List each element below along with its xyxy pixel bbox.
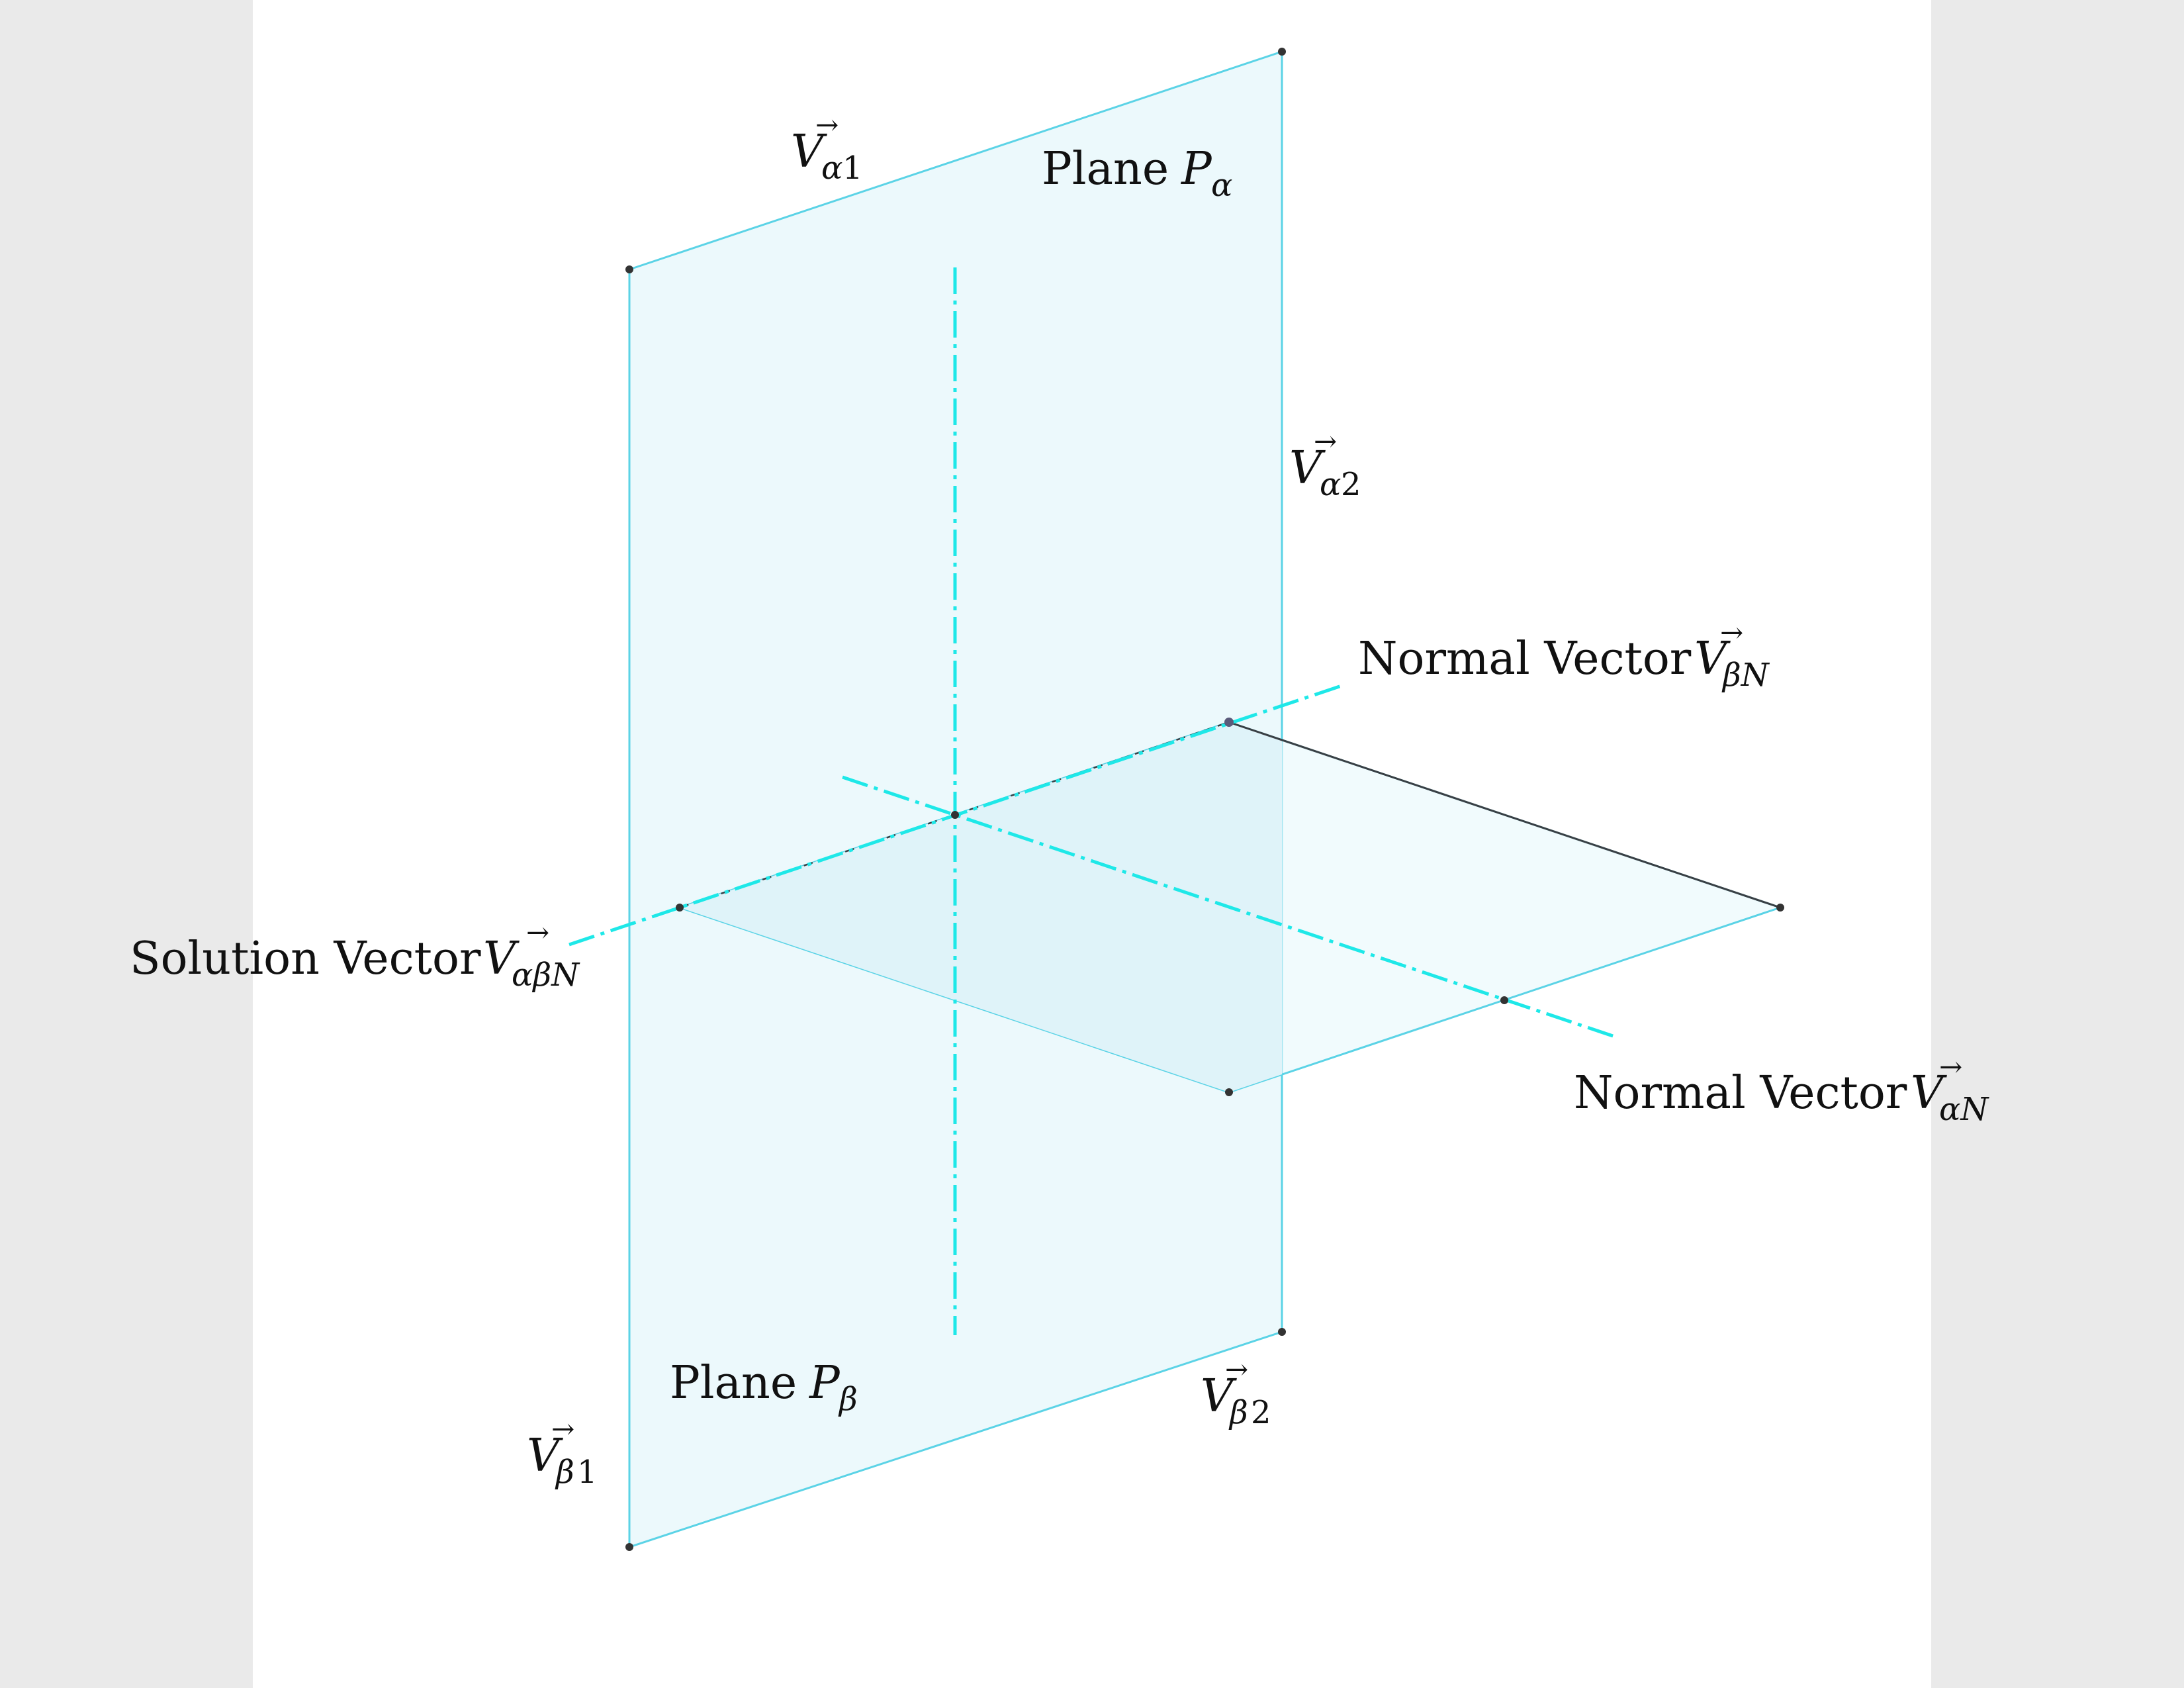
normal-vector-alpha-line <box>842 775 1615 1039</box>
label-v-alpha1: V → α 1 <box>791 109 863 187</box>
normal-beta-arrow: → <box>1720 616 1743 649</box>
solution-sub: αβN <box>512 957 580 994</box>
label-v-beta2: V → β 2 <box>1201 1353 1271 1431</box>
normal-beta-sub: βN <box>1721 657 1770 694</box>
label-v-alpha2: V → α 2 <box>1289 425 1361 503</box>
v-beta2-sub: β <box>1228 1394 1248 1431</box>
plane-alpha-main: P <box>1180 143 1212 195</box>
label-normal-alpha: Normal Vector V → αN <box>1574 1051 1989 1128</box>
v-beta1-sub: β <box>555 1454 574 1491</box>
v-beta1-arrow: → <box>551 1413 574 1445</box>
plane-beta-main: P <box>808 1357 841 1409</box>
point-beta-bottom-left <box>625 1543 633 1551</box>
normal-beta-main: V <box>1694 633 1731 685</box>
v-beta1-main: V <box>527 1430 563 1482</box>
v-alpha2-arrow: → <box>1314 425 1337 457</box>
vertex-points <box>625 48 1784 1551</box>
v-beta1-subnum: 1 <box>577 1454 598 1491</box>
plane-overlap <box>680 722 1282 1092</box>
point-alpha-top-right <box>1278 48 1286 56</box>
v-alpha2-main: V <box>1289 442 1326 494</box>
label-v-beta1: V → β 1 <box>527 1413 598 1491</box>
v-beta2-arrow: → <box>1225 1353 1248 1385</box>
normal-alpha-main: V <box>1911 1067 1947 1119</box>
solution-main: V <box>483 933 520 985</box>
v-alpha2-sub: α <box>1320 466 1341 503</box>
point-normal-alpha <box>1500 996 1508 1004</box>
normal-alpha-sub: αN <box>1939 1091 1989 1128</box>
normal-beta-prefix: Normal Vector <box>1358 633 1692 685</box>
point-beta-bottom-right <box>1278 1328 1286 1336</box>
label-plane-alpha: Plane P α <box>1042 143 1232 204</box>
label-solution: Solution Vector V → αβN <box>130 916 580 994</box>
v-alpha1-sub: α <box>821 150 842 187</box>
normal-alpha-arrow: → <box>1939 1051 1962 1083</box>
solution-arrow: → <box>526 916 549 949</box>
point-beta-back <box>1224 718 1234 727</box>
point-center <box>951 811 959 819</box>
plane-beta-sub: β <box>838 1381 858 1418</box>
v-beta2-main: V <box>1201 1370 1237 1423</box>
point-beta-left <box>676 904 684 912</box>
normal-alpha-prefix: Normal Vector <box>1574 1067 1907 1119</box>
v-alpha2-subnum: 2 <box>1341 466 1361 503</box>
point-beta-front <box>1225 1088 1233 1096</box>
intersection-edge <box>679 721 1230 909</box>
label-plane-beta: Plane P β <box>670 1357 858 1418</box>
point-alpha-top-left <box>625 265 633 273</box>
point-beta-right <box>1776 904 1784 912</box>
v-beta2-subnum: 2 <box>1251 1394 1271 1431</box>
v-alpha1-arrow: → <box>815 109 839 141</box>
solution-prefix: Solution Vector <box>130 933 481 985</box>
plane-alpha-sub: α <box>1211 167 1232 204</box>
plane-beta-back-edge <box>1228 721 1781 909</box>
plane-beta-prefix: Plane <box>670 1357 797 1409</box>
v-alpha1-subnum: 1 <box>842 150 863 187</box>
v-alpha1-main: V <box>791 126 827 178</box>
plane-alpha-prefix: Plane <box>1042 143 1169 195</box>
label-normal-beta: Normal Vector V → βN <box>1358 616 1770 694</box>
